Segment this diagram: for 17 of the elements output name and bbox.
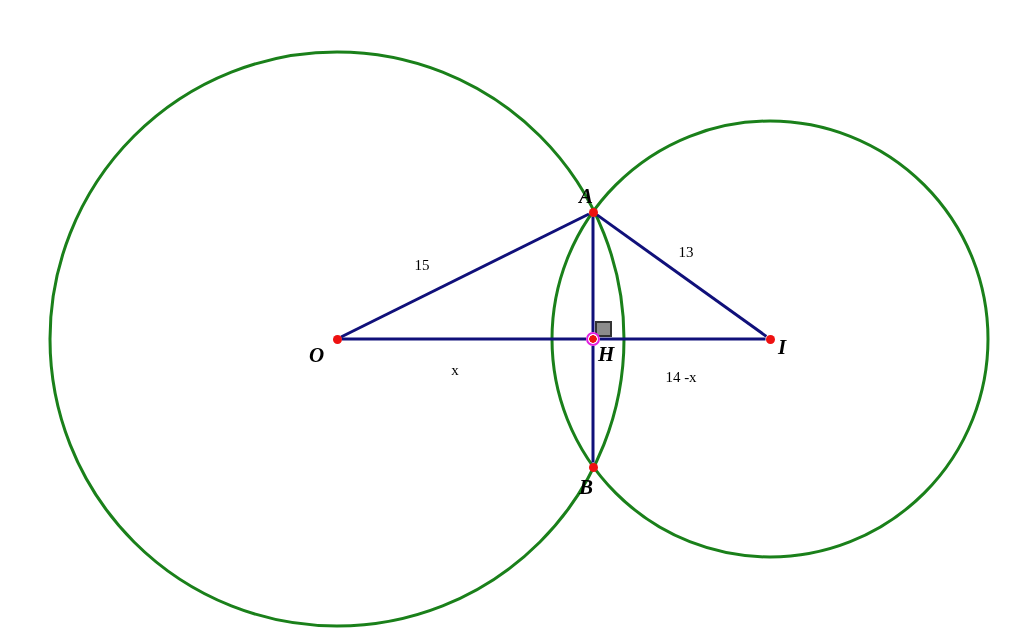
point-marker [588, 462, 598, 472]
point-label: I [778, 337, 787, 358]
line-segment [340, 212, 590, 339]
point-label: O [309, 345, 325, 366]
point-marker [765, 334, 775, 344]
edge-label: 13 [678, 244, 694, 260]
edge-label: 14 -x [665, 369, 697, 385]
point-marker [586, 332, 600, 346]
edge-label: x [451, 362, 459, 378]
point-label: H [598, 344, 615, 365]
edge-label: 15 [414, 257, 430, 273]
line-segment [595, 213, 768, 338]
line-segment [591, 216, 595, 332]
point-marker [332, 334, 342, 344]
line-segment [600, 337, 766, 341]
line-segment [341, 337, 586, 341]
point-marker [588, 207, 598, 217]
